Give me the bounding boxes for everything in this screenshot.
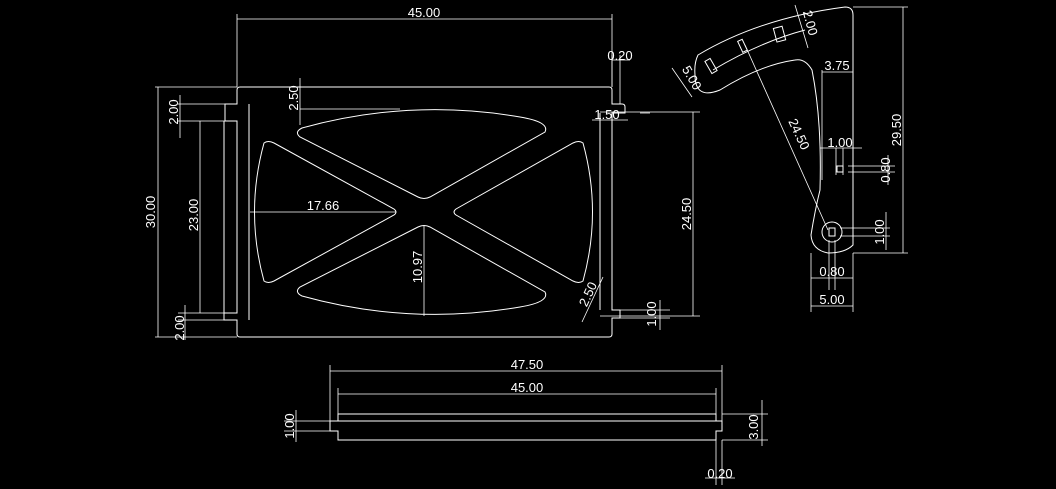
bottom-view: 47.50 45.00 1.00 3.00 0.20 xyxy=(282,357,768,485)
dim-lip-offset: 0.20 xyxy=(707,466,732,481)
pocket-top xyxy=(296,109,547,199)
dim-inner-height: 23.00 xyxy=(186,199,201,232)
dim-right-tab: 1.00 xyxy=(644,301,659,326)
plate-outline xyxy=(223,86,626,338)
top-view-plate xyxy=(223,86,626,338)
dim-left-pocket-width: 17.66 xyxy=(307,198,340,213)
pocket-left xyxy=(254,141,397,283)
arm-outline xyxy=(694,6,854,254)
dim-top-margin: 2.50 xyxy=(286,85,301,110)
dim-frame-height: 24.50 xyxy=(679,198,694,231)
side-view-arm xyxy=(694,6,854,254)
dim-slot-width: 1.00 xyxy=(827,135,852,150)
dim-slot-height: 0.80 xyxy=(878,157,893,182)
pivot-hole xyxy=(821,221,843,243)
pivot-square xyxy=(828,227,836,237)
dim-tab-offset: 0.20 xyxy=(607,48,632,63)
dim-arm-length: 24.50 xyxy=(785,116,812,152)
pocket-right xyxy=(453,141,593,283)
dim-arc-width: 2.00 xyxy=(800,9,821,37)
top-view-dimensions: 45.00 0.20 2.50 1.50 30.00 2.00 2.00 23.… xyxy=(143,5,700,341)
dim-base-width: 5.00 xyxy=(819,292,844,307)
dim-overall-width: 45.00 xyxy=(408,5,441,20)
side-view-dimensions: 2.00 5.00 3.75 24.50 1.00 0.80 29.50 1.0… xyxy=(671,4,908,312)
dim-pivot-width: 0.80 xyxy=(819,264,844,279)
dim-body-length: 45.00 xyxy=(511,380,544,395)
arm-slot xyxy=(772,25,787,43)
dim-bottom-pocket-height: 10.97 xyxy=(410,251,425,284)
dim-top-tab: 2.00 xyxy=(166,99,181,124)
dim-rib-width: 2.50 xyxy=(576,279,600,308)
dim-offset: 3.75 xyxy=(824,58,849,73)
dim-side-margin: 1.50 xyxy=(594,107,619,122)
dim-arm-end-width: 5.00 xyxy=(679,63,705,92)
dim-lip-height: 1.00 xyxy=(282,413,297,438)
bottom-body xyxy=(329,413,723,441)
dim-thickness: 3.00 xyxy=(746,414,761,439)
dim-overall-length: 47.50 xyxy=(511,357,544,372)
arm-centerline xyxy=(712,29,806,71)
arm-slot xyxy=(736,38,748,53)
dim-overall-height: 30.00 xyxy=(143,196,158,229)
arm-slot xyxy=(704,57,718,75)
dim-pivot-height: 1.00 xyxy=(872,219,887,244)
dim-bottom-tab: 2.00 xyxy=(172,315,187,340)
dim-overall-height: 29.50 xyxy=(889,114,904,147)
pocket-bottom xyxy=(296,225,547,315)
side-slot xyxy=(836,165,844,173)
